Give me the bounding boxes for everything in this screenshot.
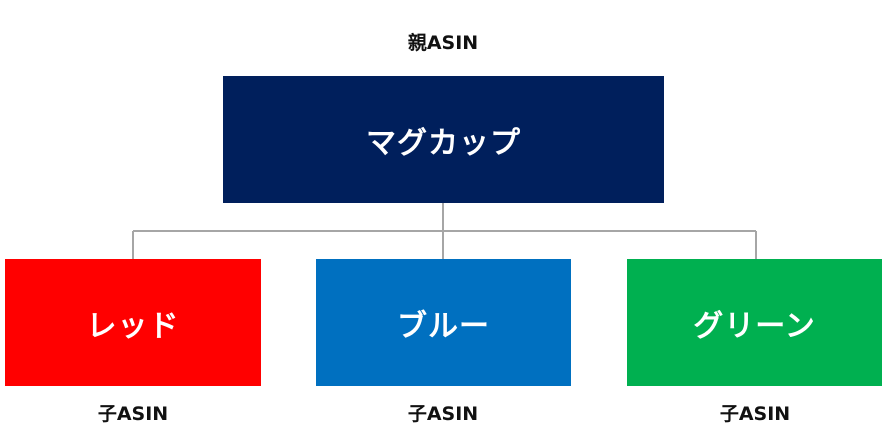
- parent-node-label: マグカップ: [366, 125, 521, 161]
- child-node-label: グリーン: [693, 308, 816, 344]
- child-node-red: レッド: [5, 259, 261, 386]
- child-node-green: グリーン: [627, 259, 882, 386]
- child-node-label: レッド: [86, 308, 180, 344]
- parent-node: マグカップ: [223, 76, 664, 203]
- parent-caption: 親ASIN: [407, 32, 479, 54]
- child-caption: 子ASIN: [97, 403, 169, 425]
- child-node-label: ブルー: [397, 308, 490, 344]
- child-caption: 子ASIN: [719, 403, 791, 425]
- child-node-blue: ブルー: [316, 259, 571, 386]
- child-caption: 子ASIN: [407, 403, 479, 425]
